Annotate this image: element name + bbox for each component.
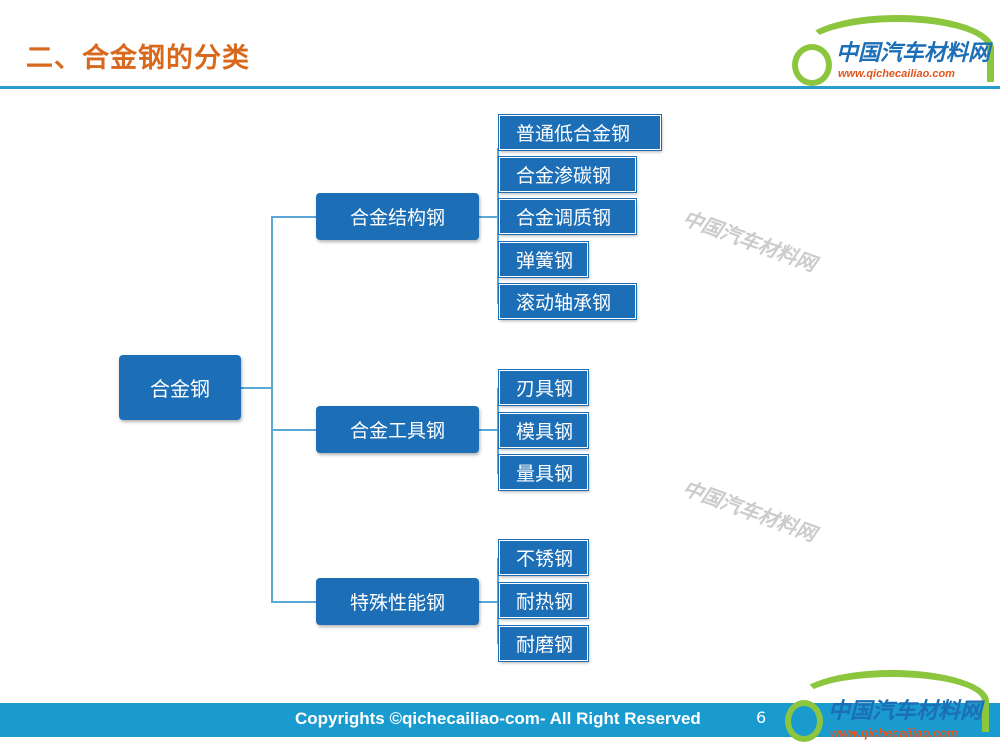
- leaf-node: 耐热钢: [498, 582, 589, 619]
- node-special-steel: 特殊性能钢: [316, 578, 479, 625]
- logo-url: www.qichecailiao.com: [838, 68, 955, 80]
- leaf-node: 弹簧钢: [498, 241, 589, 278]
- leaf-node: 合金调质钢: [498, 198, 637, 235]
- page-number: 6: [756, 708, 767, 727]
- node-alloy-structural-steel: 合金结构钢: [316, 193, 479, 240]
- logo-text: 中国汽车材料网: [836, 40, 991, 65]
- leaf-node: 不锈钢: [498, 539, 589, 576]
- logo-text: 中国汽车材料网: [828, 698, 983, 723]
- leaf-node: 模具钢: [498, 412, 589, 449]
- leaf-node: 量具钢: [498, 454, 589, 491]
- watermark: 中国汽车材料网: [679, 477, 819, 547]
- leaf-node: 耐磨钢: [498, 625, 589, 662]
- leaf-node: 滚动轴承钢: [498, 283, 637, 320]
- header-divider: [0, 86, 1000, 89]
- leaf-node: 普通低合金钢: [498, 114, 662, 151]
- slide-title: 二、合金钢的分类: [26, 43, 250, 74]
- leaf-node: 合金渗碳钢: [498, 156, 637, 193]
- copyright-text: Copyrights ©qichecailiao-com- All Right …: [295, 709, 701, 728]
- node-alloy-tool-steel: 合金工具钢: [316, 406, 479, 453]
- watermark: 中国汽车材料网: [679, 207, 819, 277]
- logo-ring-icon: [792, 44, 832, 86]
- logo-ring-icon: [785, 700, 823, 742]
- leaf-node: 刃具钢: [498, 369, 589, 406]
- logo-url: www.qichecailiao.com: [830, 726, 958, 740]
- node-root: 合金钢: [119, 355, 241, 420]
